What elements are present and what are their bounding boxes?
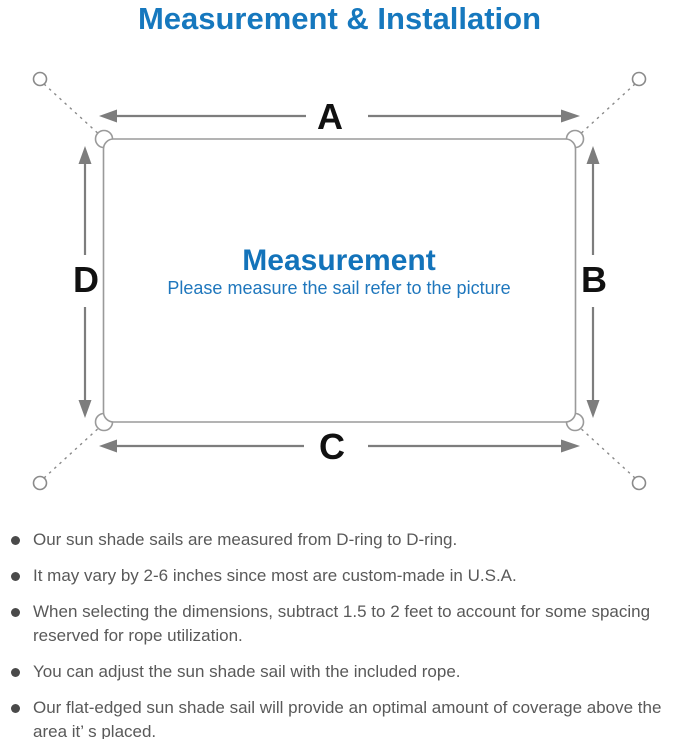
note-text: Our flat-edged sun shade sail will provi…: [33, 698, 662, 739]
instruction-notes-list: Our sun shade sails are measured from D-…: [0, 524, 679, 739]
dimension-label-b: B: [581, 259, 607, 300]
anchor-ring-icon-bottom-left: [32, 475, 48, 491]
arrow-c-left: [99, 439, 304, 453]
note-item: When selecting the dimensions, subtract …: [10, 600, 665, 648]
arrow-d-down: [78, 307, 92, 418]
anchor-rings: [32, 71, 647, 491]
anchor-ring-icon-bottom-right: [631, 475, 647, 491]
arrow-a-left: [99, 109, 306, 123]
bullet-dot-icon: [11, 668, 20, 677]
note-text: It may vary by 2-6 inches since most are…: [33, 566, 517, 585]
center-subheading: Please measure the sail refer to the pic…: [167, 278, 510, 298]
note-text: Our sun shade sails are measured from D-…: [33, 530, 458, 549]
note-text: When selecting the dimensions, subtract …: [33, 602, 651, 645]
anchor-ring-icon-top-left: [32, 71, 48, 87]
note-item: You can adjust the sun shade sail with t…: [10, 660, 665, 684]
bullet-dot-icon: [11, 536, 20, 545]
rope-lines: [43, 83, 636, 479]
dimension-label-c: C: [319, 426, 345, 467]
note-item: It may vary by 2-6 inches since most are…: [10, 564, 665, 588]
dimension-label-d: D: [73, 259, 99, 300]
center-heading: Measurement: [242, 244, 435, 277]
dimension-label-a: A: [317, 96, 343, 137]
sail-rectangle: [102, 138, 577, 423]
arrow-d-up: [78, 146, 92, 255]
arrow-b-down: [586, 307, 600, 418]
bullet-dot-icon: [11, 608, 20, 617]
rope-dashed-line-top-left: [43, 83, 103, 138]
note-item: Our sun shade sails are measured from D-…: [10, 528, 665, 552]
sail-diagram-svg: A B C D Measurement Please measure the s…: [32, 71, 647, 491]
page-title: Measurement & Installation: [137, 1, 542, 36]
dimension-arrows: [78, 109, 600, 453]
rope-dashed-line-bottom-left: [43, 424, 103, 479]
arrow-b-up: [586, 146, 600, 255]
arrow-a-right: [368, 109, 580, 123]
measurement-diagram: A B C D Measurement Please measure the s…: [0, 50, 679, 520]
rope-dashed-line-top-right: [576, 83, 636, 138]
arrow-c-right: [368, 439, 580, 453]
note-item: Our flat-edged sun shade sail will provi…: [10, 696, 665, 739]
anchor-ring-icon-top-right: [631, 71, 647, 87]
bullet-dot-icon: [11, 704, 20, 713]
bullet-dot-icon: [11, 572, 20, 581]
rope-dashed-line-bottom-right: [576, 424, 636, 479]
note-text: You can adjust the sun shade sail with t…: [33, 662, 461, 681]
